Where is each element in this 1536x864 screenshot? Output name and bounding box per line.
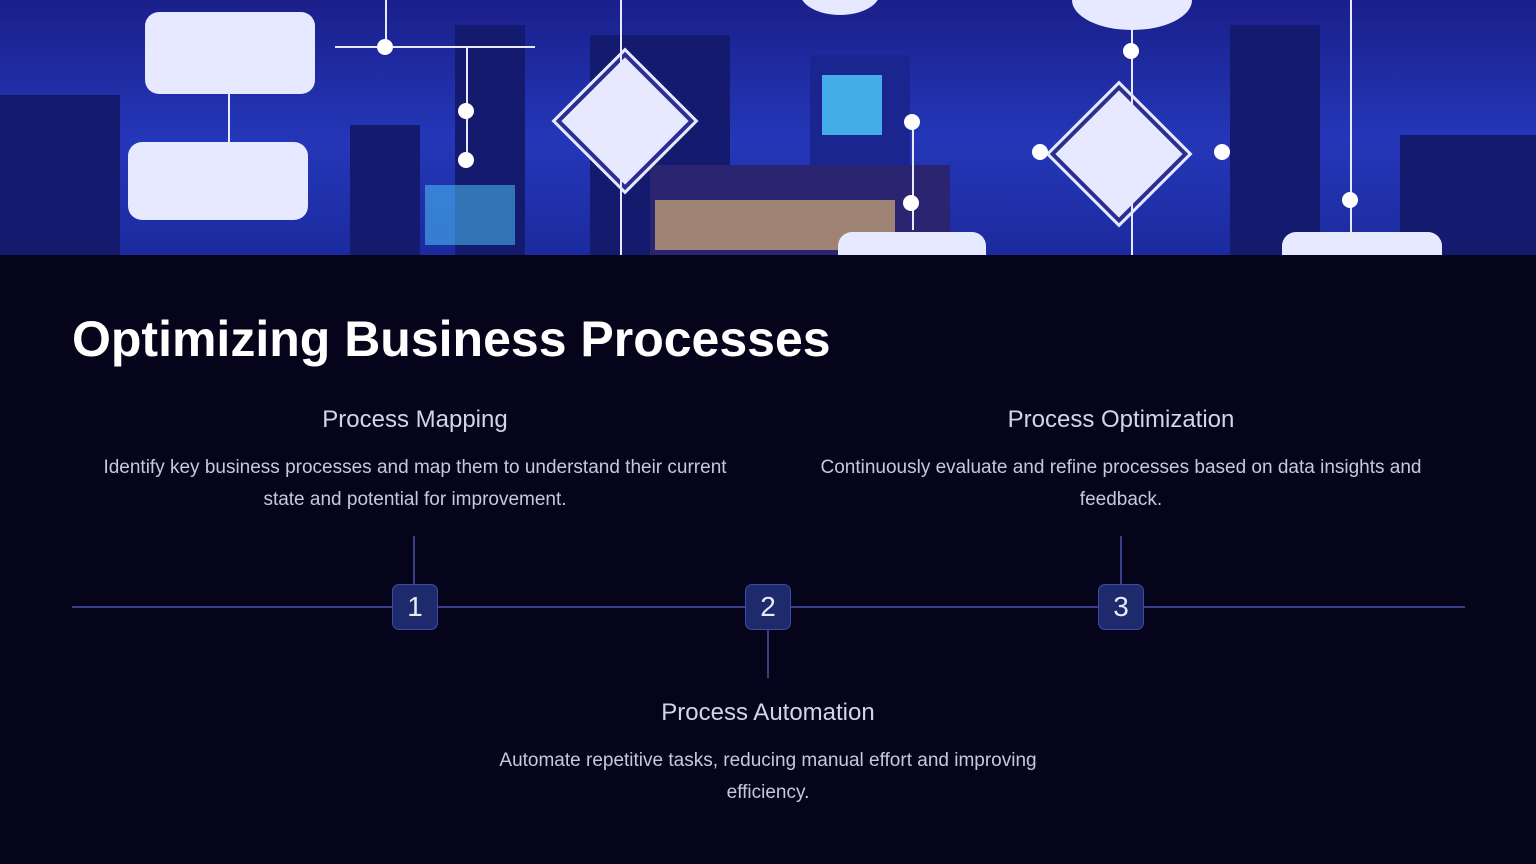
step-heading: Process Automation — [661, 699, 875, 726]
step-process-mapping: Process Mapping Identify key business pr… — [95, 406, 735, 516]
step-process-optimization: Process Optimization Continuously evalua… — [791, 406, 1451, 516]
step-number-3: 3 — [1098, 584, 1144, 630]
step-description: Continuously evaluate and refine process… — [820, 457, 1422, 510]
connector-3 — [1120, 536, 1122, 584]
page-title: Optimizing Business Processes — [72, 311, 831, 367]
step-number-1: 1 — [392, 584, 438, 630]
step-heading: Process Optimization — [1007, 406, 1235, 433]
step-heading: Process Mapping — [322, 406, 508, 433]
connector-1 — [413, 536, 415, 584]
step-process-automation: Process Automation Automate repetitive t… — [448, 699, 1088, 809]
step-description: Automate repetitive tasks, reducing manu… — [499, 750, 1037, 803]
step-description: Identify key business processes and map … — [103, 457, 727, 510]
hero-image-city-workflow — [0, 0, 1536, 255]
connector-2 — [767, 630, 769, 678]
step-number-2: 2 — [745, 584, 791, 630]
